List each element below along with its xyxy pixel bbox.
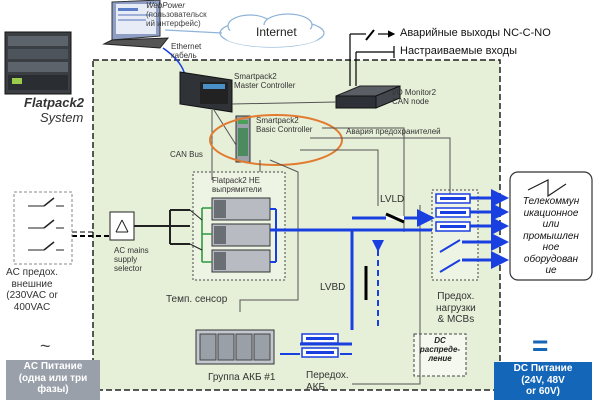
dc-distribution-label: DC распреде- ление [419, 336, 461, 364]
ac-input-label: AC предох. внешние (230VAC or 400VAC [6, 267, 59, 313]
ac-input-breakers [13, 191, 73, 265]
flatpack-system-icon [4, 31, 72, 95]
basic-controller-label: Smartpack2 Basic Controller [256, 116, 313, 135]
lvld-contactor-icon [385, 212, 405, 224]
load-fuses-label: Предох. нагрузки & MCBs [436, 291, 476, 325]
rectifiers-label: Flatpack2 HE выпрямители [212, 176, 262, 195]
flatpack-system-label: System [40, 110, 84, 125]
telecom-label: Телекоммун икационное или промышлен ное … [522, 196, 580, 276]
lightning-icon [527, 179, 567, 198]
dc-symbol: = [532, 330, 549, 361]
battery-group-label: Группа АКБ #1 [208, 372, 276, 383]
lvbd-label: LVBD [320, 282, 346, 293]
telecom-box [509, 171, 593, 281]
dc-power-label: DC Питание (24V, 48V or 60V) [513, 363, 573, 397]
load-fuses-icon [435, 193, 471, 273]
battery-fuses-icon [301, 333, 339, 358]
can-bus-label: CAN Bus [170, 150, 203, 159]
internet-cloud [219, 13, 325, 48]
alarm-outputs-label: Аварийные выходы NC-C-NO [400, 27, 551, 39]
basic-controller-highlight [209, 114, 343, 166]
config-inputs-label: Настраиваемые входы [400, 45, 517, 57]
webpower-label: WebPower [146, 1, 185, 10]
io-monitor-icon [335, 85, 401, 109]
ac-selector-label: AC mains supply selector [114, 246, 149, 274]
ac-symbol: ~ [40, 336, 51, 356]
load-fuse-box [431, 189, 479, 281]
flatpack-title: Flatpack2 [24, 95, 84, 110]
battery-fuse-label: Передох. АКБ [306, 370, 349, 393]
lvld-label: LVLD [380, 194, 405, 205]
ac-power-box [6, 360, 100, 400]
fuse-alarm-label: Авария предохранителей [346, 127, 441, 136]
ethernet-label: Ethernet кабель [171, 42, 202, 61]
master-controller-icon [179, 71, 233, 113]
internet-label: Internet [256, 25, 297, 39]
io-monitor-label: I/O Monitor2 CAN node [392, 88, 437, 107]
basic-controller-icon [235, 115, 251, 163]
dc-distribution-box [413, 333, 467, 377]
temp-sensor-label: Темп. сенсор [166, 294, 228, 305]
ac-selector-icon [109, 211, 135, 241]
webpower-subtitle: (пользовательск ий интерфейс) [146, 10, 207, 29]
laptop-icon [102, 0, 170, 49]
rectifier-modules [211, 197, 271, 273]
ac-power-label: AC Питание (одна или три фазы) [18, 361, 88, 395]
dc-power-box [494, 362, 592, 400]
battery-group-icon [195, 329, 275, 365]
master-controller-label: Smartpack2 Master Controller [234, 72, 296, 91]
